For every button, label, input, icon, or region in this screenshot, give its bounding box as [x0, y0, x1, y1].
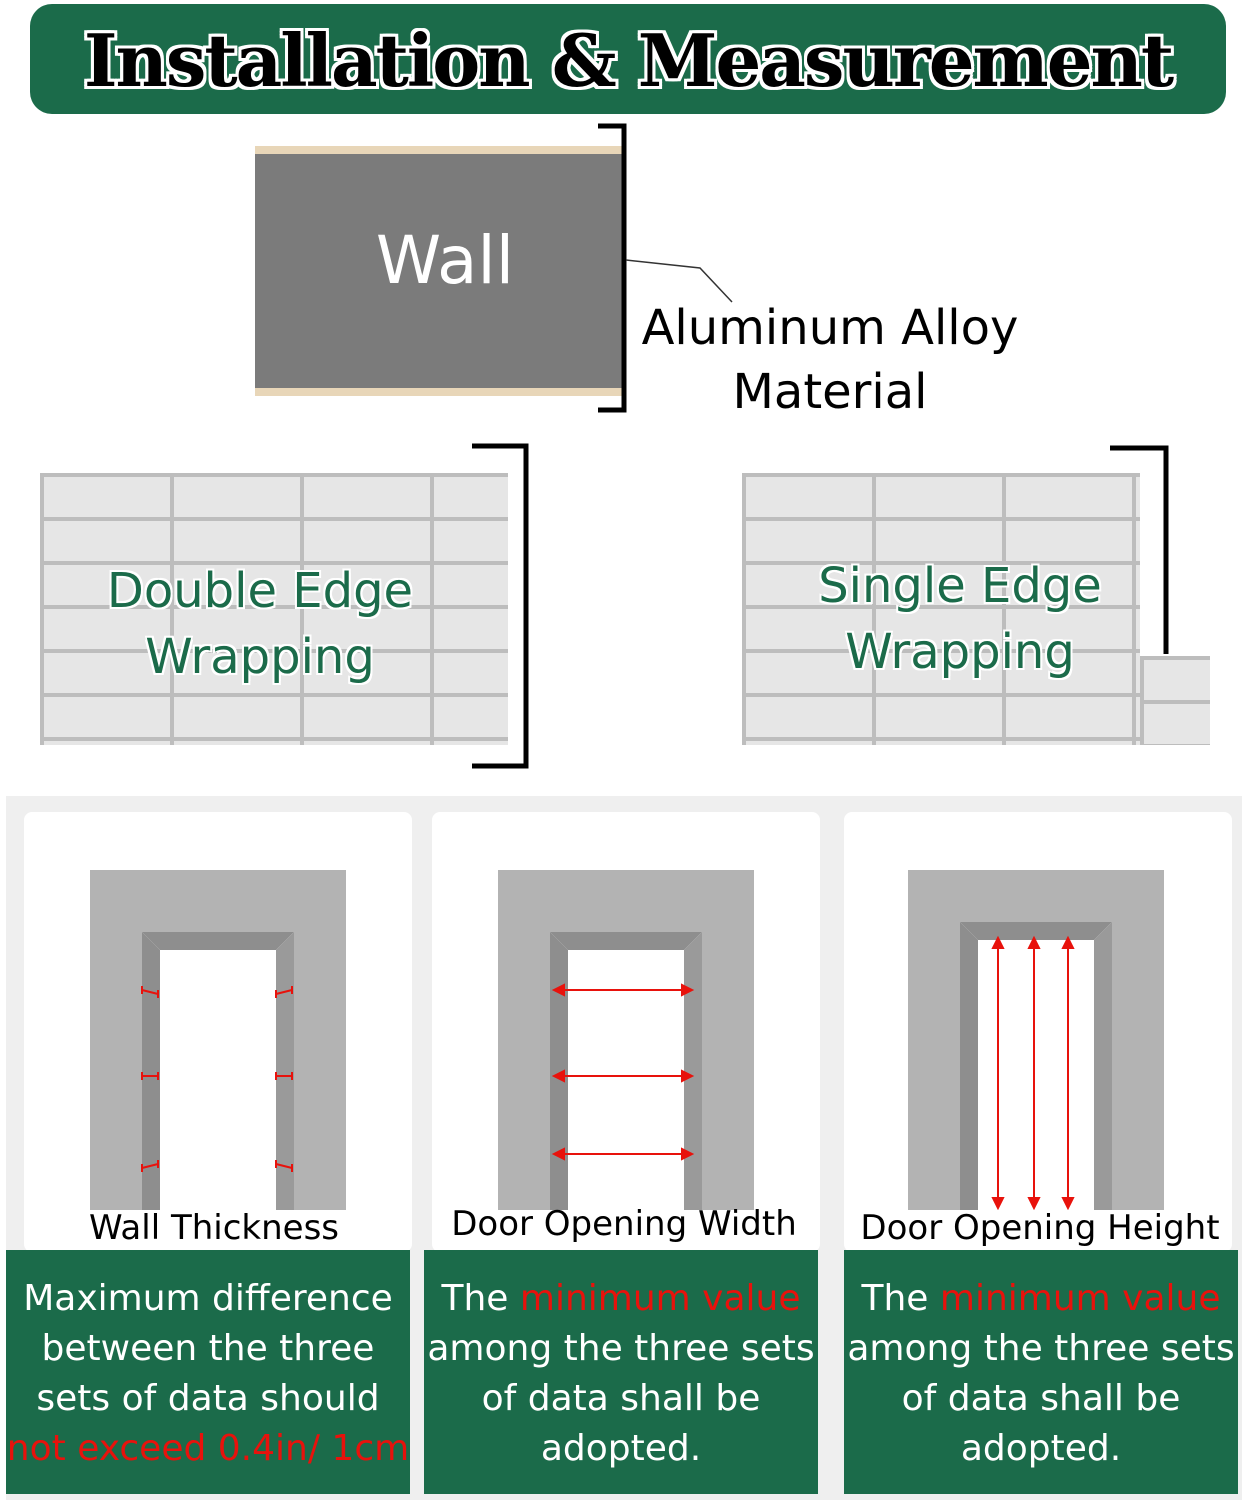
door-height-label: Door Opening Height	[860, 1208, 1220, 1248]
door-frame-width	[498, 870, 754, 1210]
info-width-line3: of data shall be	[481, 1378, 761, 1419]
info-height-line3: of data shall be	[901, 1378, 1181, 1419]
page-title: Installation & Measurement	[83, 18, 1174, 103]
info-width-line2: among the three sets	[427, 1328, 815, 1369]
brick-wall-single-step	[1140, 656, 1210, 745]
info-height-line1: The minimum value	[844, 1274, 1238, 1324]
info-width-highlight: minimum value	[519, 1278, 801, 1319]
info-width-line1: The minimum value	[424, 1274, 818, 1324]
info-width-line4: adopted.	[540, 1428, 702, 1469]
info-thickness-line3: sets of data should	[36, 1378, 380, 1419]
wall-label: Wall	[375, 222, 515, 299]
material-label-line1: Aluminum Alloy	[641, 300, 1019, 356]
single-edge-label-line2: Wrapping	[845, 624, 1075, 680]
single-edge-bracket	[1110, 445, 1169, 654]
title-banner: Installation & Measurement	[30, 4, 1226, 114]
info-box-thickness: Maximum difference between the three set…	[6, 1250, 410, 1494]
info-height-highlight: minimum value	[939, 1278, 1221, 1319]
brick-wall-double	[40, 473, 508, 745]
material-label-line2: Material	[732, 364, 928, 420]
info-thickness-highlight: not exceed 0.4in/ 1cm	[6, 1428, 410, 1469]
info-box-height: The minimum value among the three sets o…	[844, 1250, 1238, 1494]
aluminum-profile-diagram	[598, 123, 733, 413]
door-width-label: Door Opening Width	[451, 1204, 797, 1244]
door-frame-thickness	[90, 870, 346, 1210]
info-height-line2: among the three sets	[847, 1328, 1235, 1369]
single-edge-label: Single Edge Wrapping	[770, 553, 1150, 685]
brick-wall-single	[742, 473, 1140, 745]
material-label: Aluminum Alloy Material	[630, 296, 1030, 424]
double-edge-label-line1: Double Edge	[106, 563, 414, 619]
double-edge-label-line2: Wrapping	[145, 629, 375, 685]
wall-thickness-label: Wall Thickness	[88, 1208, 340, 1248]
info-height-line4: adopted.	[960, 1428, 1122, 1469]
door-frame-height	[908, 870, 1164, 1210]
info-thickness-line2: between the three	[41, 1328, 375, 1369]
double-edge-bracket	[472, 443, 529, 769]
wall-block	[255, 146, 623, 396]
double-edge-label: Double Edge Wrapping	[70, 558, 450, 690]
single-edge-label-line1: Single Edge	[818, 558, 1102, 614]
info-height-prefix: The	[861, 1278, 940, 1319]
info-box-width: The minimum value among the three sets o…	[424, 1250, 818, 1494]
info-thickness-line1: Maximum difference	[23, 1278, 393, 1319]
aluminum-profile-bracket	[598, 123, 627, 413]
leader-line	[625, 259, 733, 303]
info-width-prefix: The	[441, 1278, 520, 1319]
